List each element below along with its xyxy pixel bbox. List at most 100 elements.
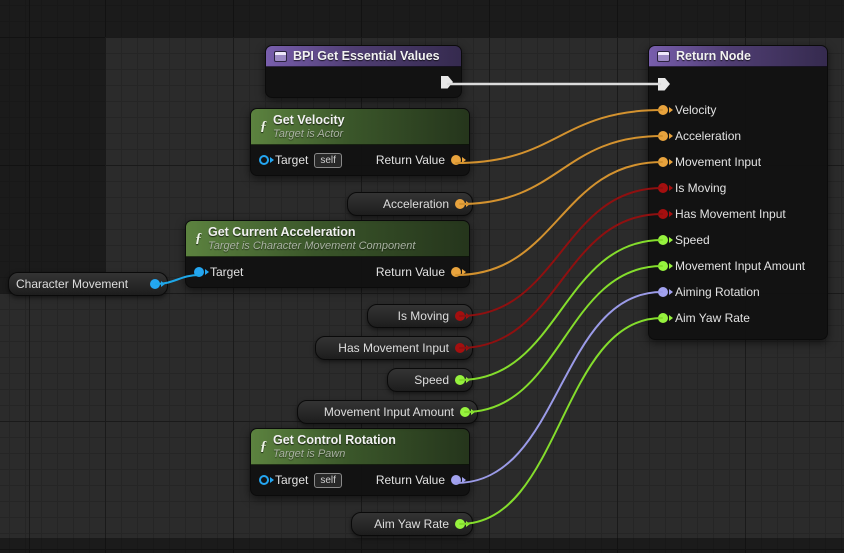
- aim-yaw-rate-input-pin[interactable]: [658, 313, 673, 323]
- node-title: Return Node: [676, 49, 751, 63]
- is-moving-output-pin[interactable]: [455, 311, 470, 321]
- node-get-velocity[interactable]: ƒ Get Velocity Target is Actor Target se…: [250, 108, 470, 176]
- node-bpi-get-essential-values[interactable]: BPI Get Essential Values: [265, 45, 462, 98]
- node-aim-yaw-rate-getter[interactable]: Aim Yaw Rate: [351, 512, 473, 536]
- node-get-control-rotation[interactable]: ƒ Get Control Rotation Target is Pawn Ta…: [250, 428, 470, 496]
- return-pin-row: Movement Input: [649, 149, 827, 175]
- wire-acceleration[interactable]: [459, 135, 663, 205]
- self-field[interactable]: self: [314, 472, 342, 488]
- node-get-current-acceleration[interactable]: ƒ Get Current Acceleration Target is Cha…: [185, 220, 470, 288]
- exec-output-pin[interactable]: [441, 75, 453, 89]
- target-input-pin[interactable]: [194, 267, 209, 277]
- node-title: Get Velocity: [273, 113, 345, 127]
- variable-label: Speed: [414, 373, 449, 387]
- return-pin-row: Speed: [649, 227, 827, 253]
- pin-label: Target: [210, 265, 244, 279]
- pin-label: Return Value: [375, 265, 445, 279]
- velocity-input-pin[interactable]: [658, 105, 673, 115]
- function-icon: ƒ: [260, 119, 267, 134]
- exec-input-pin[interactable]: [658, 77, 670, 91]
- wire-movement-input-amount[interactable]: [464, 265, 663, 413]
- aiming-rotation-input-pin[interactable]: [658, 287, 673, 297]
- pin-label: Aiming Rotation: [675, 285, 760, 299]
- node-is-moving-getter[interactable]: Is Moving: [367, 304, 473, 328]
- wire-aim-yaw-rate[interactable]: [459, 317, 663, 525]
- node-title: Get Control Rotation: [273, 433, 396, 447]
- node-header: ƒ Get Velocity Target is Actor: [251, 109, 469, 145]
- wire-has-movement-input[interactable]: [459, 213, 663, 349]
- pin-label: Return Value: [375, 153, 445, 167]
- return-pin-row: Acceleration: [649, 123, 827, 149]
- function-icon: ƒ: [260, 439, 267, 454]
- acceleration-input-pin[interactable]: [658, 131, 673, 141]
- node-header: Return Node: [649, 46, 827, 67]
- pin-label: Target: [275, 153, 309, 167]
- wire-velocity[interactable]: [455, 109, 663, 164]
- wire-aiming-rotation[interactable]: [455, 291, 663, 484]
- movement-input-amount-output-pin[interactable]: [460, 407, 475, 417]
- has-movement-input-input-pin[interactable]: [658, 209, 673, 219]
- self-field[interactable]: self: [314, 152, 342, 168]
- node-header: ƒ Get Control Rotation Target is Pawn: [251, 429, 469, 465]
- shaded-region-bottom: [0, 538, 844, 553]
- node-header: BPI Get Essential Values: [266, 46, 461, 67]
- return-exec-row: [649, 71, 827, 97]
- return-value-output-pin[interactable]: [451, 155, 466, 165]
- target-input-pin[interactable]: [259, 475, 274, 485]
- shaded-region-left: [0, 37, 105, 293]
- variable-label: Has Movement Input: [338, 341, 449, 355]
- pin-label: Is Moving: [675, 181, 727, 195]
- node-movement-input-amount-getter[interactable]: Movement Input Amount: [297, 400, 478, 424]
- variable-label: Acceleration: [382, 197, 449, 211]
- variable-label: Movement Input Amount: [323, 405, 454, 419]
- aim-yaw-rate-output-pin[interactable]: [455, 519, 470, 529]
- pin-label: Movement Input Amount: [675, 259, 806, 273]
- return-pin-row: Is Moving: [649, 175, 827, 201]
- variable-label: Character Movement: [16, 277, 129, 291]
- node-speed-getter[interactable]: Speed: [387, 368, 473, 392]
- return-pin-row: Velocity: [649, 97, 827, 123]
- shaded-region-top: [0, 0, 844, 37]
- return-pin-row: Movement Input Amount: [649, 253, 827, 279]
- has-movement-input-output-pin[interactable]: [455, 343, 470, 353]
- function-icon: ƒ: [195, 231, 202, 246]
- pin-label: Target: [275, 473, 309, 487]
- wire-speed[interactable]: [459, 239, 663, 381]
- node-header: ƒ Get Current Acceleration Target is Cha…: [186, 221, 469, 257]
- variable-label: Is Moving: [397, 309, 449, 323]
- target-input-pin[interactable]: [259, 155, 274, 165]
- return-pin-row: Aiming Rotation: [649, 279, 827, 305]
- node-title: Get Current Acceleration: [208, 225, 356, 239]
- pin-label: Aim Yaw Rate: [675, 311, 750, 325]
- function-entry-icon: [274, 50, 287, 62]
- node-acceleration-getter[interactable]: Acceleration: [347, 192, 473, 216]
- node-subtitle: Target is Character Movement Component: [208, 240, 416, 252]
- node-return[interactable]: Return Node Velocity Acceleration Moveme…: [648, 45, 828, 340]
- function-result-icon: [657, 50, 670, 62]
- is-moving-input-pin[interactable]: [658, 183, 673, 193]
- variable-label: Aim Yaw Rate: [374, 517, 449, 531]
- node-title: BPI Get Essential Values: [293, 49, 440, 63]
- node-subtitle: Target is Actor: [273, 128, 344, 140]
- movement-input-amount-input-pin[interactable]: [658, 261, 673, 271]
- pin-label: Speed: [675, 233, 710, 247]
- wire-is-moving[interactable]: [459, 187, 663, 317]
- character-movement-output-pin[interactable]: [150, 279, 165, 289]
- return-pin-row: Aim Yaw Rate: [649, 305, 827, 331]
- speed-input-pin[interactable]: [658, 235, 673, 245]
- wire-movement-input[interactable]: [455, 161, 663, 276]
- pin-label: Acceleration: [675, 129, 742, 143]
- movement-input-input-pin[interactable]: [658, 157, 673, 167]
- node-character-movement[interactable]: Character Movement: [8, 272, 168, 296]
- return-value-output-pin[interactable]: [451, 475, 466, 485]
- node-subtitle: Target is Pawn: [273, 448, 346, 460]
- node-has-movement-input-getter[interactable]: Has Movement Input: [315, 336, 473, 360]
- pin-label: Movement Input: [675, 155, 762, 169]
- pin-label: Return Value: [375, 473, 445, 487]
- speed-output-pin[interactable]: [455, 375, 470, 385]
- pin-label: Velocity: [675, 103, 717, 117]
- pin-label: Has Movement Input: [675, 207, 786, 221]
- return-value-output-pin[interactable]: [451, 267, 466, 277]
- acceleration-output-pin[interactable]: [455, 199, 470, 209]
